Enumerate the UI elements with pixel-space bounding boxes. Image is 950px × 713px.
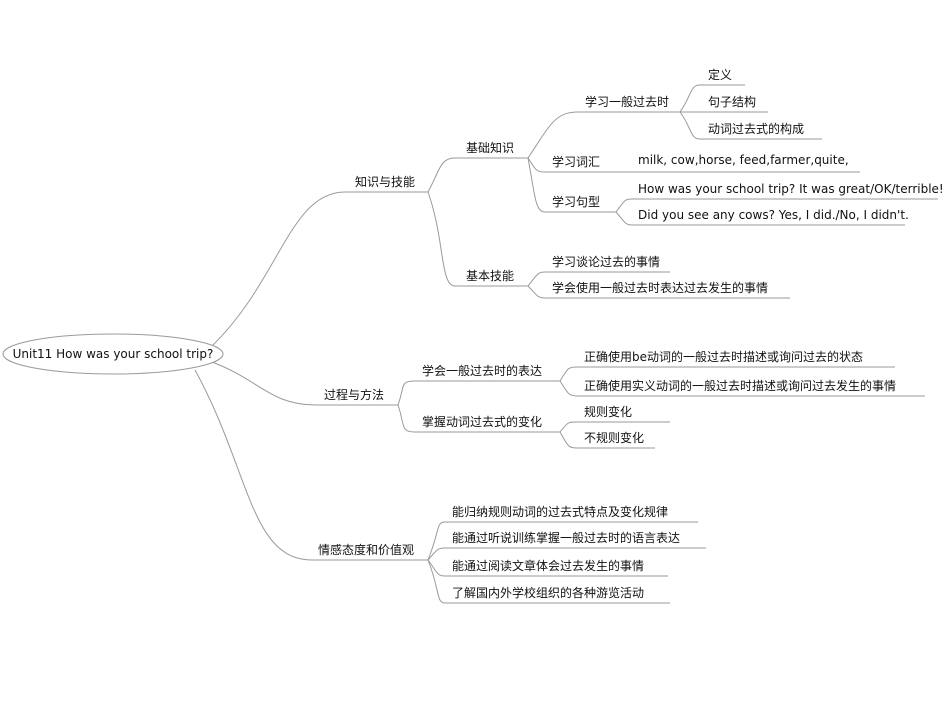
node-learn-expression: 学会一般过去时的表达 bbox=[422, 363, 542, 378]
edge-pattern-q1 bbox=[615, 198, 633, 213]
edge-basic-vocab bbox=[527, 157, 546, 173]
branch-emotion-label: 情感态度和价值观 bbox=[318, 542, 414, 557]
edge-basic-pattern bbox=[527, 157, 546, 213]
edge-express-2 bbox=[559, 380, 578, 397]
edge-emotion-3 bbox=[427, 559, 446, 577]
edge-skills-2 bbox=[527, 285, 546, 299]
mind-map-edges bbox=[194, 84, 938, 604]
node-learn-past-tense: 学习一般过去时 bbox=[585, 94, 669, 109]
node-learn-vocab: 学习词汇 bbox=[552, 154, 600, 169]
edge-process-change bbox=[397, 404, 416, 433]
node-learn-patterns: 学习句型 bbox=[552, 194, 600, 209]
edge-process-express bbox=[397, 380, 416, 406]
leaf-verb-forms: 动词过去式的构成 bbox=[708, 121, 804, 136]
branch-knowledge-label: 知识与技能 bbox=[355, 175, 415, 189]
root-ellipse bbox=[2, 333, 224, 375]
leaf-skills-1: 学习谈论过去的事情 bbox=[552, 254, 660, 269]
edge-root-process bbox=[211, 361, 317, 406]
edge-change-2 bbox=[559, 431, 578, 449]
edge-root-knowledge bbox=[211, 191, 346, 347]
edge-tense-forms bbox=[679, 111, 701, 140]
edge-emotion-4 bbox=[427, 559, 446, 604]
node-verb-changes: 掌握动词过去式的变化 bbox=[422, 414, 542, 429]
leaf-emotion-3: 能通过阅读文章体会过去发生的事情 bbox=[452, 558, 644, 573]
edge-knowledge-skills bbox=[427, 191, 456, 287]
edge-emotion-2 bbox=[427, 547, 446, 561]
leaf-definition: 定义 bbox=[708, 67, 732, 82]
edge-skills-1 bbox=[527, 271, 546, 287]
leaf-pattern-2: Did you see any cows? Yes, I did./No, I … bbox=[638, 208, 909, 222]
leaf-emotion-1: 能归纳规则动词的过去式特点及变化规律 bbox=[452, 504, 668, 519]
edge-tense-def bbox=[679, 84, 701, 113]
edge-pattern-q2 bbox=[615, 211, 633, 226]
edge-change-1 bbox=[559, 421, 578, 433]
leaf-regular: 规则变化 bbox=[584, 404, 632, 419]
edge-knowledge-basic bbox=[427, 157, 456, 193]
edge-express-1 bbox=[559, 366, 578, 382]
edge-emotion-1 bbox=[427, 521, 446, 561]
root-node: Unit11 How was your school trip? bbox=[2, 333, 224, 375]
node-basic-skills: 基本技能 bbox=[466, 269, 514, 283]
leaf-emotion-2: 能通过听说训练掌握一般过去时的语言表达 bbox=[452, 530, 680, 545]
leaf-emotion-4: 了解国内外学校组织的各种游览活动 bbox=[452, 585, 644, 600]
leaf-skills-2: 学会使用一般过去时表达过去发生的事情 bbox=[552, 280, 768, 295]
leaf-express-1: 正确使用be动词的一般过去时描述或询问过去的状态 bbox=[584, 349, 863, 364]
leaf-irregular: 不规则变化 bbox=[584, 430, 644, 445]
root-label: Unit11 How was your school trip? bbox=[13, 347, 214, 361]
leaf-vocab-words: milk, cow,horse, feed,farmer,quite, bbox=[638, 153, 849, 167]
node-basic-knowledge: 基础知识 bbox=[466, 141, 514, 155]
leaf-express-2: 正确使用实义动词的一般过去时描述或询问过去发生的事情 bbox=[584, 378, 896, 393]
branch-process-label: 过程与方法 bbox=[324, 387, 384, 402]
edge-root-emotion bbox=[194, 369, 313, 561]
leaf-sentence-structure: 句子结构 bbox=[708, 94, 756, 109]
edge-basic-tense bbox=[527, 111, 579, 159]
leaf-pattern-1: How was your school trip? It was great/O… bbox=[638, 182, 944, 196]
